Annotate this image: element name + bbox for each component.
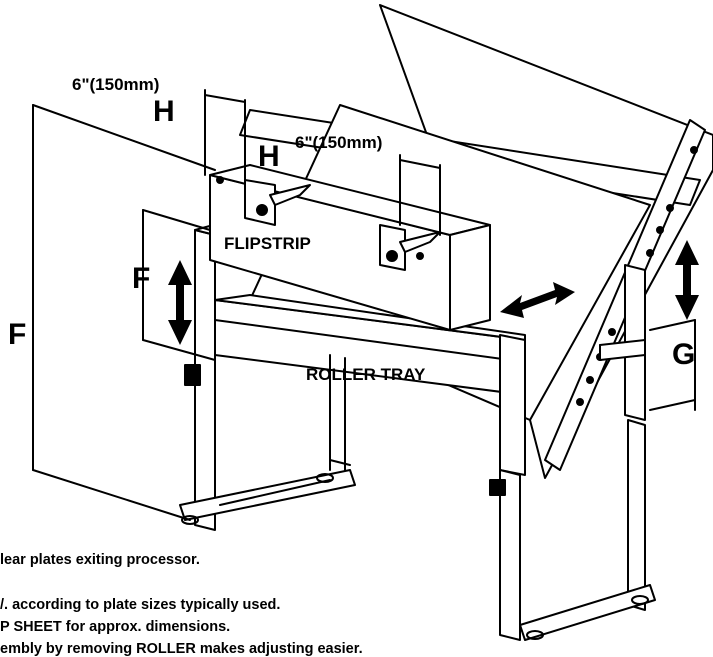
arrow-right-updown (675, 240, 699, 320)
arrow-horizontal (500, 282, 575, 318)
note-line: lear plates exiting processor. (0, 552, 200, 568)
note-line: embly by removing ROLLER makes adjusting… (0, 641, 363, 657)
note-line: /. according to plate sizes typically us… (0, 597, 281, 613)
arrow-f-small (168, 260, 192, 345)
roller-tray-label: ROLLER TRAY (306, 365, 426, 384)
h-label-left: H (153, 95, 175, 128)
h-label-right: H (258, 140, 280, 173)
f-label-small: F (132, 262, 151, 295)
dimension-lines (32, 89, 696, 521)
g-label: G (672, 338, 696, 371)
front-right-leg (489, 334, 526, 641)
note-line: P SHEET for approx. dimensions. (0, 619, 231, 635)
flipstrip-body (209, 164, 491, 331)
left-frame (179, 214, 356, 531)
dimension-label-left: 6"(150mm) (72, 75, 160, 94)
dimension-label-right: 6"(150mm) (295, 133, 383, 152)
flipstrip-label: FLIPSTRIP (224, 234, 311, 253)
right-rear-leg (519, 264, 656, 641)
f-label-big: F (8, 318, 27, 351)
